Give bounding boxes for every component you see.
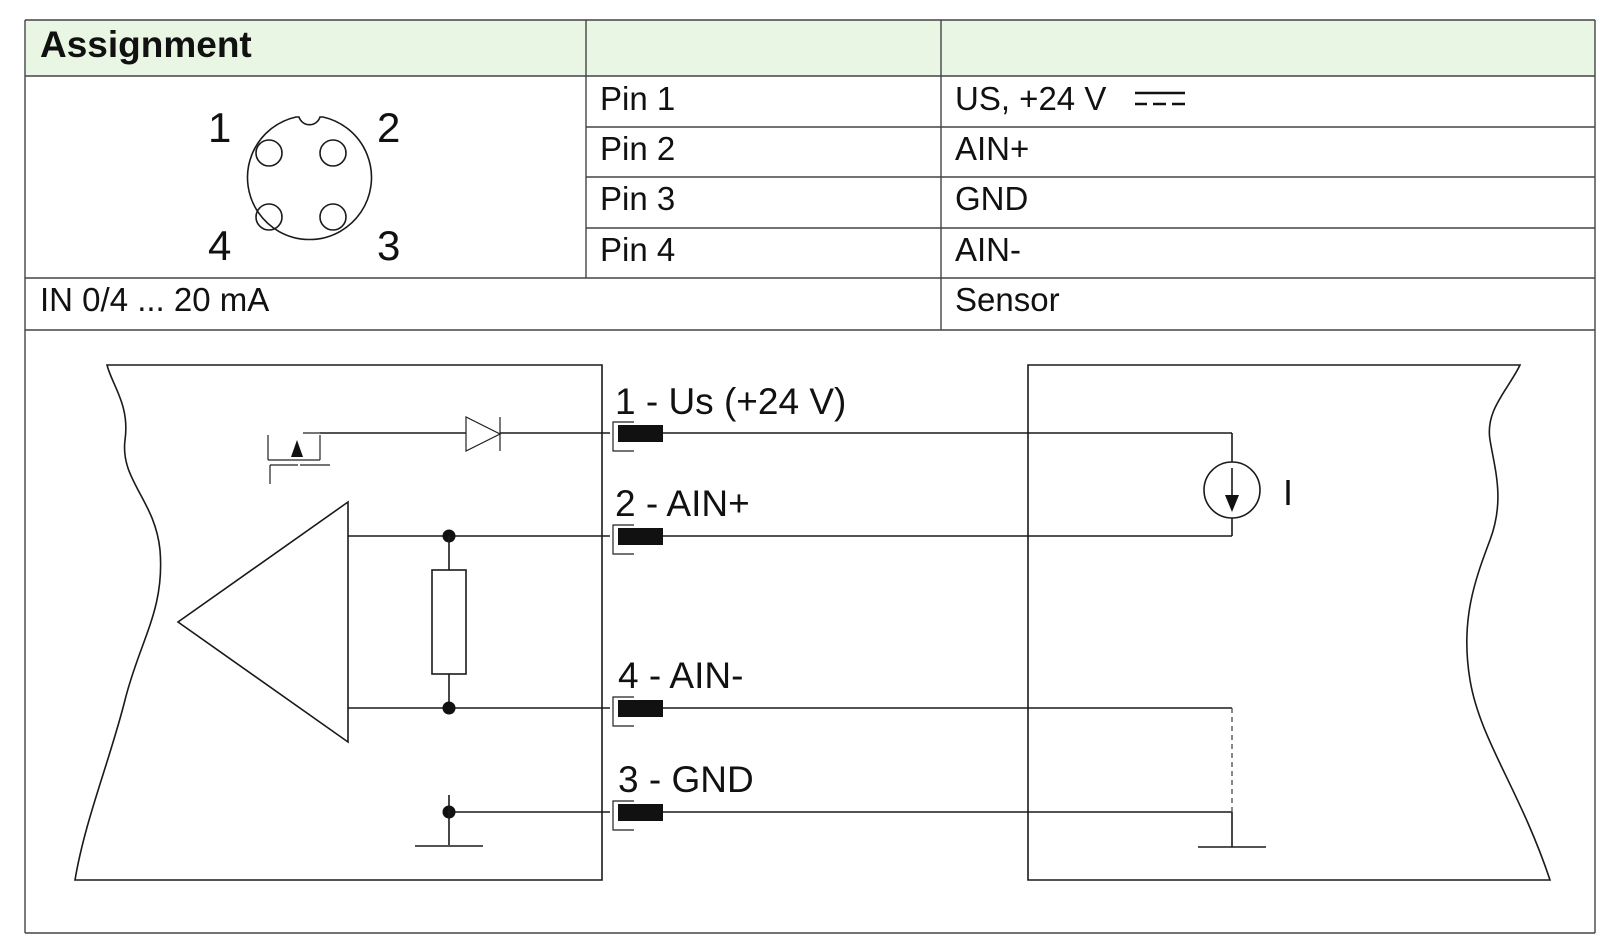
terminal-1-contact (612, 421, 663, 452)
terminal-2-contact (612, 524, 663, 555)
terminal-4-label: 4 - AIN- (618, 655, 743, 696)
pin-2-label: Pin 2 (600, 130, 675, 167)
pin-4-label: Pin 4 (600, 231, 675, 268)
terminal-1-label: 1 - Us (+24 V) (615, 381, 846, 422)
dc-symbol-icon (1135, 91, 1185, 106)
pin-2-signal: AIN+ (955, 130, 1029, 167)
pin-3-signal: GND (955, 180, 1028, 217)
assignment-table: Assignment Pin 1 Pin 2 Pin 3 Pin 4 US, +… (24, 19, 1596, 934)
connector-face-icon: 1 2 3 4 (208, 104, 400, 269)
pin-1-label: Pin 1 (600, 80, 675, 117)
terminal-2-label: 2 - AIN+ (615, 483, 750, 524)
terminal-4-contact (612, 696, 663, 727)
connector-pin-4: 4 (208, 222, 231, 269)
switch-icon (267, 432, 330, 484)
connector-pin-3: 3 (377, 222, 400, 269)
current-source-icon (1203, 461, 1261, 519)
table-header-bg (25, 20, 1595, 76)
shunt-resistor-icon (431, 569, 467, 675)
connector-pin-2: 2 (377, 104, 400, 151)
input-range-label: IN 0/4 ... 20 mA (40, 281, 269, 318)
pin-3-label: Pin 3 (600, 180, 675, 217)
terminal-3-contact (612, 800, 663, 831)
device-block (74, 364, 603, 881)
current-source-label: I (1283, 472, 1293, 513)
wiring-diagram: 1 - Us (+24 V) 2 - AIN+ 4 - AIN- 3 - GND… (74, 364, 1552, 881)
amplifier-icon (176, 500, 349, 744)
sensor-label: Sensor (955, 281, 1060, 318)
pin-4-signal: AIN- (955, 231, 1021, 268)
terminal-3-label: 3 - GND (618, 759, 754, 800)
connector-pin-1: 1 (208, 104, 231, 151)
diode-icon (465, 416, 502, 452)
table-header-title: Assignment (40, 24, 252, 65)
sensor-block (1027, 364, 1552, 881)
pin-1-signal: US, +24 V (955, 80, 1106, 117)
